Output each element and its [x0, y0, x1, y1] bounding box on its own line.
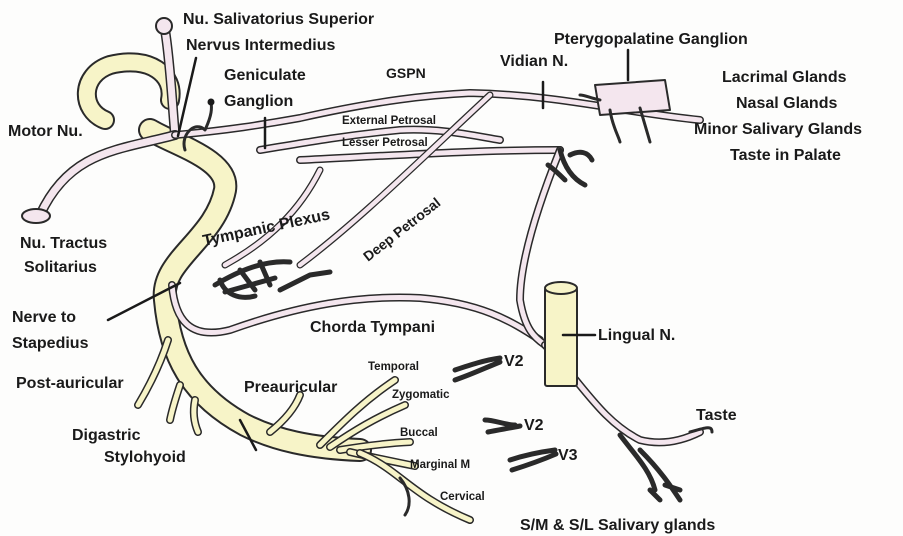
label-zygomatic: Zygomatic — [392, 389, 450, 401]
label-digastric: Digastric — [72, 427, 141, 444]
label-lacrimal-glands: Lacrimal Glands — [722, 69, 847, 86]
pterygopalatine-ganglion — [595, 80, 670, 115]
label-preauricular: Preauricular — [244, 379, 337, 396]
label-post-auricular: Post-auricular — [16, 375, 124, 392]
label-v2-upper: V2 — [504, 353, 524, 370]
label-chorda-tympani: Chorda Tympani — [310, 319, 435, 336]
label-motor-nu: Motor Nu. — [8, 123, 83, 140]
labels: Nu. Salivatorius Superior Nervus Interme… — [8, 11, 862, 534]
nu-salivatorius-superior-shape — [156, 18, 172, 34]
label-salivary-glands: S/M & S/L Salivary glands — [520, 517, 715, 534]
motor-nu-pointer — [178, 58, 196, 136]
label-taste: Taste — [696, 407, 737, 424]
label-v3: V3 — [558, 447, 578, 464]
tympanic-plexus-network — [215, 262, 330, 298]
label-geniculate: Geniculate — [224, 67, 306, 84]
v2-upper-branch — [455, 358, 500, 380]
label-lingual-n: Lingual N. — [598, 327, 675, 344]
label-taste-in-palate: Taste in Palate — [730, 147, 841, 164]
label-nasal-glands: Nasal Glands — [736, 95, 837, 112]
label-nerve-to: Nerve to — [12, 309, 76, 326]
label-stapedius: Stapedius — [12, 335, 89, 352]
nu-tractus-solitarius-shape — [22, 209, 50, 223]
label-lesser-petrosal: Lesser Petrosal — [342, 137, 428, 149]
label-solitarius: Solitarius — [24, 259, 97, 276]
label-v2-lower: V2 — [524, 417, 544, 434]
label-temporal: Temporal — [368, 361, 419, 373]
label-vidian-n: Vidian N. — [500, 53, 568, 70]
label-nu-salivatorius-superior: Nu. Salivatorius Superior — [183, 11, 374, 28]
label-minor-salivary-glands: Minor Salivary Glands — [694, 121, 862, 138]
v2-lower-branch — [485, 420, 520, 432]
label-cervical: Cervical — [440, 491, 485, 503]
label-stylohyoid: Stylohyoid — [104, 449, 186, 466]
label-nervus-intermedius: Nervus Intermedius — [186, 37, 335, 54]
label-external-petrosal: External Petrosal — [342, 115, 436, 127]
label-gspn: GSPN — [386, 65, 426, 81]
label-marginal-m: Marginal M — [410, 459, 470, 471]
nu-tractus-solitarius-arm — [40, 135, 175, 215]
label-buccal: Buccal — [400, 427, 438, 439]
label-ganglion: Ganglion — [224, 93, 293, 110]
label-pterygopalatine-ganglion: Pterygopalatine Ganglion — [554, 31, 748, 48]
geniculate-dot — [208, 99, 215, 106]
v3-branch — [510, 450, 556, 470]
label-nu-tractus: Nu. Tractus — [20, 235, 107, 252]
